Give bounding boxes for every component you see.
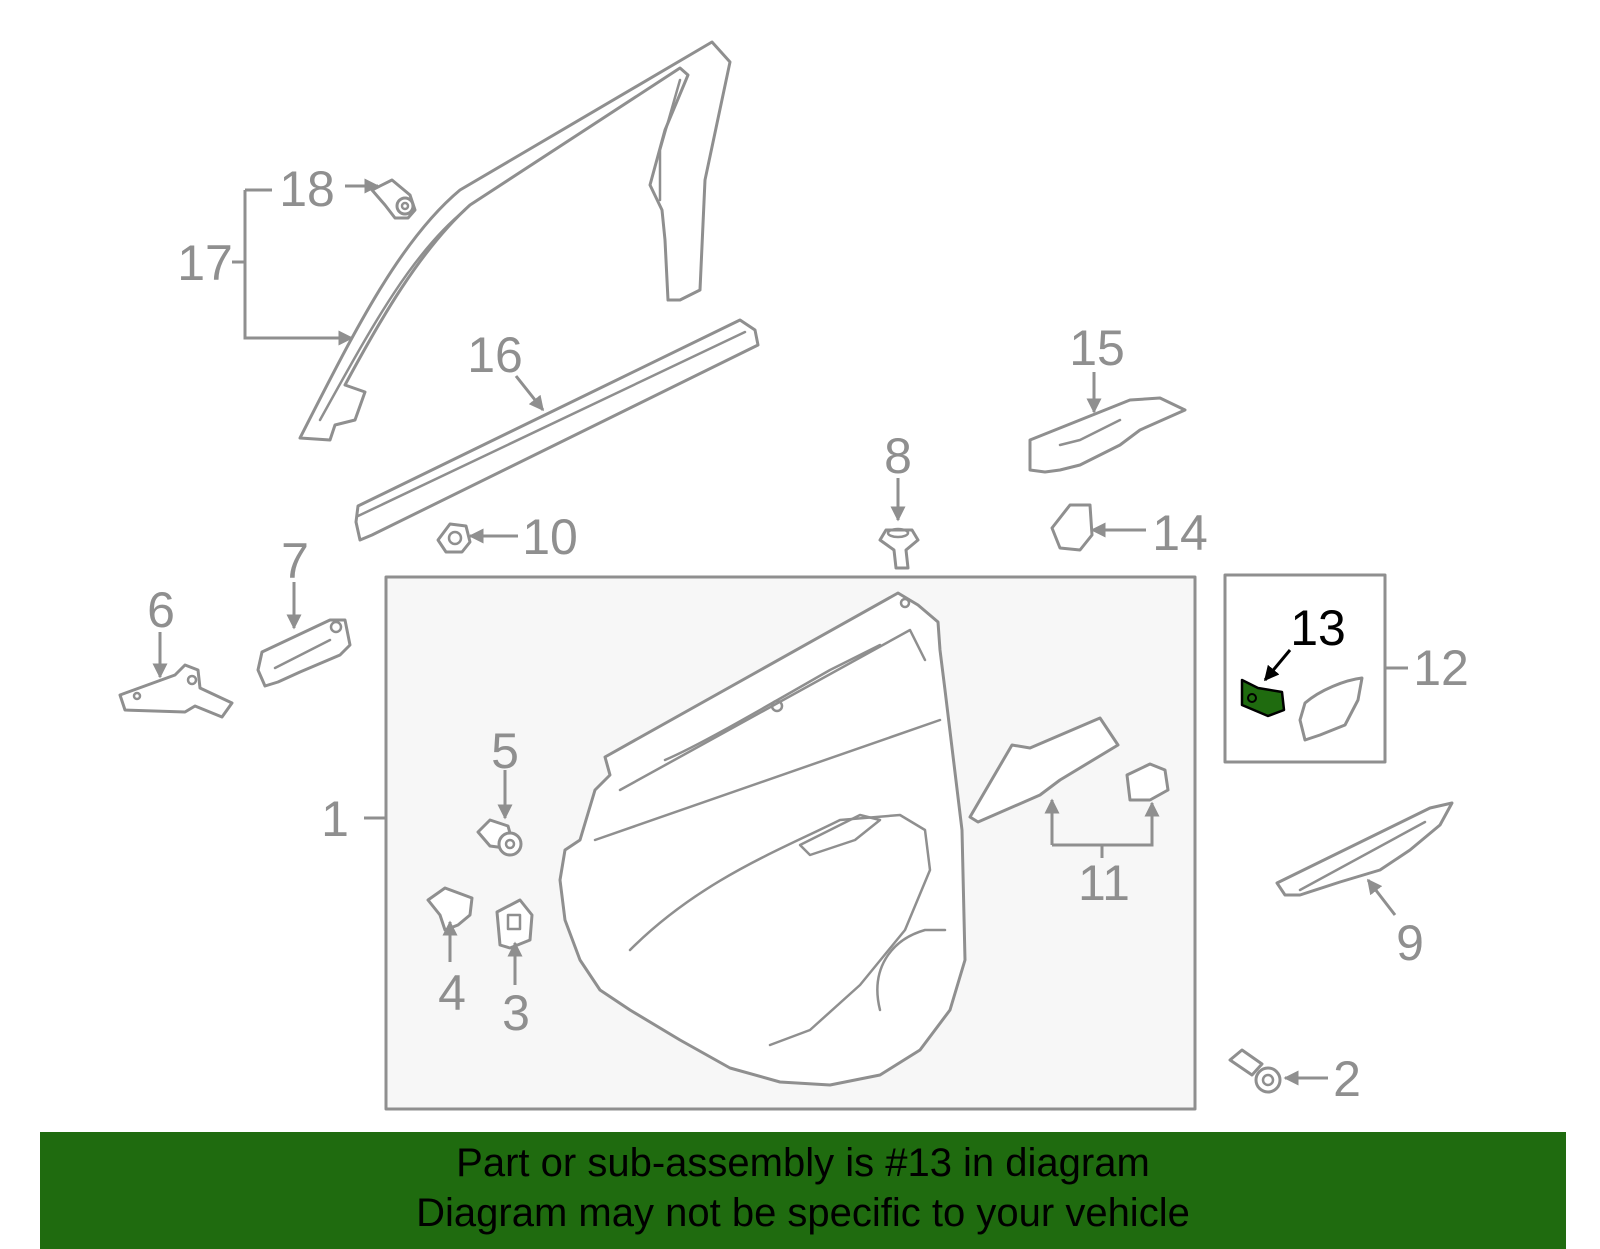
callout-8: 8 [884, 428, 912, 484]
callout-6: 6 [147, 582, 175, 638]
banner-line-1: Part or sub-assembly is #13 in diagram [456, 1141, 1150, 1185]
callout-10: 10 [522, 509, 578, 565]
highlighted-part-13[interactable] [1240, 678, 1286, 718]
callout-2: 2 [1333, 1051, 1361, 1107]
bracket-part-4[interactable] [426, 886, 474, 932]
callout-7: 7 [281, 533, 309, 589]
door-trim-panel-part-1[interactable] [558, 591, 967, 1087]
callout-11: 11 [1078, 855, 1130, 911]
hinge-part-6[interactable] [118, 663, 234, 719]
callout-4: 4 [438, 965, 466, 1021]
callout-3: 3 [502, 985, 530, 1041]
pull-trim-part-9[interactable] [1275, 801, 1454, 897]
callout-14: 14 [1152, 505, 1208, 561]
callout-13: 13 [1290, 600, 1346, 656]
hinge-bracket-part-7[interactable] [256, 618, 352, 688]
callouts: 1 2 3 4 5 6 7 8 9 10 11 12 13 14 15 16 1… [147, 161, 1469, 1107]
switch-bezel-part-15[interactable] [1028, 396, 1187, 474]
bracket-part-14[interactable] [1050, 503, 1094, 552]
callout-18: 18 [279, 161, 335, 217]
bolt-part-2[interactable] [1228, 1048, 1282, 1094]
info-banner: Part or sub-assembly is #13 in diagram D… [40, 1132, 1566, 1249]
callout-5: 5 [491, 723, 519, 779]
callout-15: 15 [1069, 320, 1125, 376]
nut-clip-part-10[interactable] [436, 522, 472, 554]
callout-16: 16 [467, 327, 523, 383]
trim-piece-part-12[interactable] [1298, 676, 1364, 742]
callout-12: 12 [1413, 640, 1469, 696]
leader-lines [152, 178, 1408, 1086]
callout-9: 9 [1396, 915, 1424, 971]
fastener-part-5[interactable] [476, 818, 523, 857]
armrest-bracket-part-11[interactable] [968, 716, 1170, 824]
retainer-part-3[interactable] [495, 898, 534, 950]
weatherstrip-part-16[interactable] [354, 318, 760, 542]
banner-line-2: Diagram may not be specific to your vehi… [416, 1191, 1190, 1235]
callout-17: 17 [177, 235, 233, 291]
window-frame-part-17[interactable] [298, 40, 732, 442]
callout-1: 1 [321, 791, 349, 847]
push-pin-part-8[interactable] [878, 527, 920, 570]
clip-part-18[interactable] [370, 178, 417, 220]
